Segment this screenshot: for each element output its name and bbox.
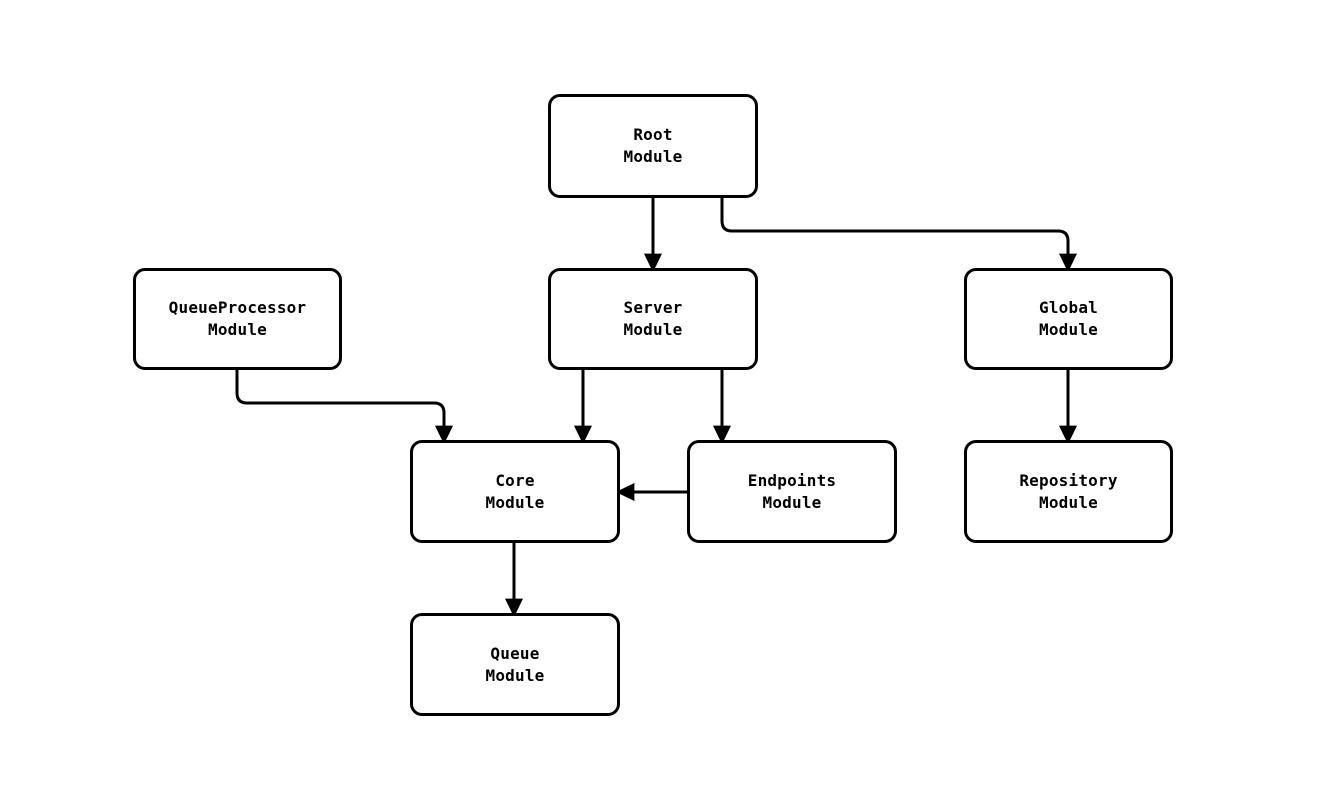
node-label-endpoints: Endpoints Module <box>747 470 837 512</box>
node-repository[interactable]: Repository Module <box>964 440 1173 543</box>
node-label-queueprocessor: QueueProcessor Module <box>168 298 307 339</box>
node-core[interactable]: Core Module <box>410 440 620 543</box>
node-label-server: Server Module <box>623 298 683 339</box>
node-label-core: Core Module <box>485 470 545 512</box>
node-queueprocessor[interactable]: QueueProcessor Module <box>133 268 342 370</box>
edges-group <box>235 198 1077 618</box>
edge-queueprocessor-to-core <box>235 370 453 445</box>
node-label-queue: Queue Module <box>485 643 545 685</box>
node-root[interactable]: Root Module <box>548 94 758 198</box>
edge-root-to-global <box>720 198 1077 273</box>
node-label-root: Root Module <box>623 125 683 166</box>
node-server[interactable]: Server Module <box>548 268 758 370</box>
node-queue[interactable]: Queue Module <box>410 613 620 716</box>
node-global[interactable]: Global Module <box>964 268 1173 370</box>
node-label-global: Global Module <box>1039 298 1098 339</box>
node-endpoints[interactable]: Endpoints Module <box>687 440 897 543</box>
node-label-repository: Repository Module <box>1019 470 1118 512</box>
